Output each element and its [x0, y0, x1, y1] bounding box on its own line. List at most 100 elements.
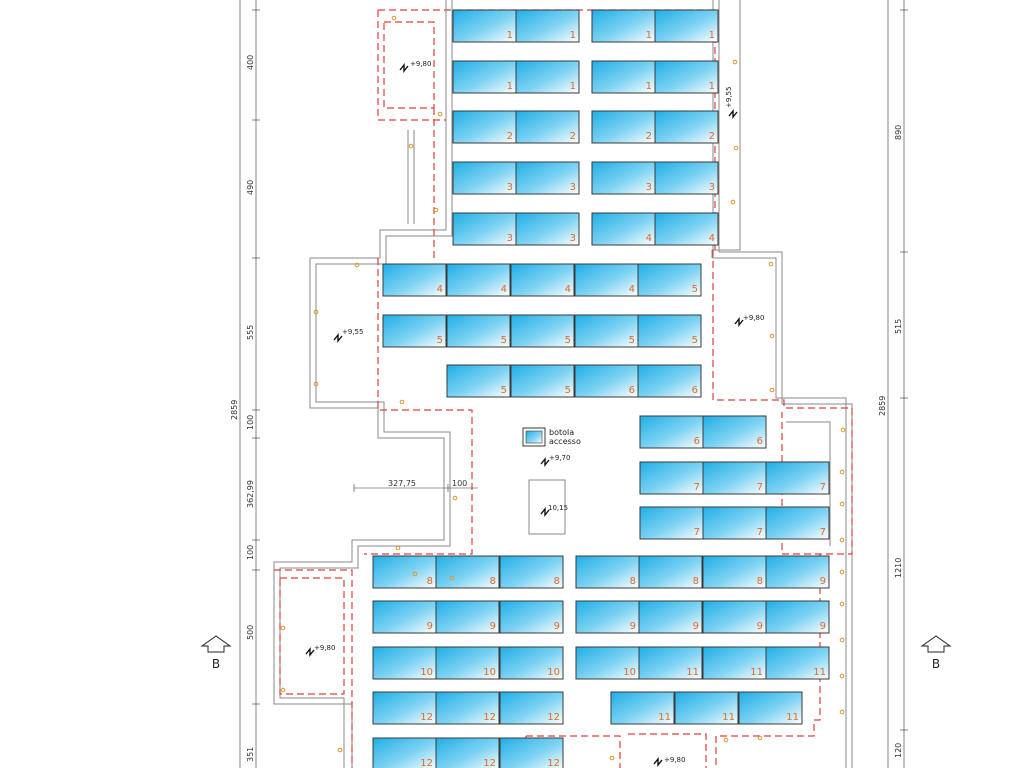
- pv-panel-body: [435, 737, 500, 768]
- svg-text:100: 100: [452, 479, 467, 488]
- pv-panel-label: 5: [501, 335, 507, 346]
- drain-dot: [313, 309, 319, 315]
- pv-panel-label: 10: [547, 667, 560, 678]
- svg-text:B: B: [212, 657, 220, 671]
- svg-text:490: 490: [246, 180, 255, 195]
- pv-panel: 3: [452, 212, 517, 246]
- pv-panel-label: 4: [646, 233, 652, 244]
- pv-panel-body: [637, 314, 702, 348]
- pv-panel-body: [452, 60, 517, 94]
- pv-panel: 5: [637, 314, 702, 348]
- pv-panel: 1: [515, 60, 580, 94]
- pv-panel-label: 12: [483, 712, 496, 723]
- pv-panel-body: [452, 9, 517, 43]
- pv-panel-label: 6: [757, 436, 763, 447]
- pv-panel: 7: [765, 506, 830, 540]
- pv-panel-label: 7: [757, 527, 763, 538]
- drain-dot: [769, 387, 775, 393]
- pv-panel: 8: [372, 555, 437, 589]
- drain-dot: [768, 261, 774, 267]
- pv-panel: 5: [510, 364, 575, 398]
- elevation-icon: [734, 317, 744, 327]
- pv-panel-label: 1: [646, 30, 652, 41]
- pv-panel-label: 5: [692, 284, 698, 295]
- pv-panel-body: [591, 212, 656, 246]
- pv-panel-body: [435, 691, 500, 725]
- drain-dot: [757, 735, 763, 741]
- drain-dot: [723, 737, 729, 743]
- pv-panel-label: 1: [646, 81, 652, 92]
- pv-panel-label: 8: [427, 576, 433, 587]
- pv-panel-label: 4: [565, 284, 571, 295]
- pv-panel-label: 3: [646, 182, 652, 193]
- pv-panel-label: 12: [547, 712, 560, 723]
- horizontal-dimension: 327,75 100: [353, 479, 478, 492]
- pv-panel-body: [702, 600, 767, 634]
- pv-panel: 11: [702, 646, 767, 680]
- pv-panel-label: 3: [570, 233, 576, 244]
- access-hatch: botola accesso: [522, 427, 581, 447]
- pv-panel: 5: [510, 314, 575, 348]
- pv-panel-body: [702, 461, 767, 495]
- pv-panel: 12: [499, 737, 564, 768]
- pv-panel-body: [702, 415, 767, 449]
- pv-panel-label: 7: [694, 482, 700, 493]
- pv-panel-body: [639, 461, 704, 495]
- pv-panel: 6: [637, 364, 702, 398]
- pv-panel: 11: [765, 646, 830, 680]
- pv-panel: 6: [702, 415, 767, 449]
- svg-text:+9,80: +9,80: [664, 756, 685, 764]
- pv-panel-label: 6: [694, 436, 700, 447]
- pv-panel-body: [637, 263, 702, 297]
- elevation-right-mid: +9,80: [734, 314, 764, 327]
- pv-panel: 9: [372, 600, 437, 634]
- drain-dot: [280, 625, 286, 631]
- pv-panel-label: 2: [709, 131, 715, 142]
- pv-panel: 9: [702, 600, 767, 634]
- pv-panel-body: [702, 555, 767, 589]
- pv-panel-label: 10: [483, 667, 496, 678]
- svg-text:1210: 1210: [894, 558, 903, 578]
- pv-panel-body: [499, 691, 564, 725]
- drain-dot: [452, 495, 458, 501]
- pv-panel: 3: [654, 161, 719, 195]
- drain-dot: [839, 501, 845, 507]
- pv-panel: 4: [574, 263, 639, 297]
- pv-panel: 1: [515, 9, 580, 43]
- pv-panel: 2: [591, 110, 656, 144]
- svg-text:B: B: [932, 657, 940, 671]
- pv-panel: 4: [382, 263, 447, 297]
- pv-panel-label: 9: [820, 621, 826, 632]
- pv-panel-body: [499, 646, 564, 680]
- elevation-center-box: 10,15: [540, 504, 568, 517]
- pv-panel-body: [591, 9, 656, 43]
- pv-panel-body: [702, 506, 767, 540]
- svg-text:351: 351: [246, 747, 255, 762]
- pv-panel-body: [515, 161, 580, 195]
- drain-dot: [280, 687, 286, 693]
- drain-dot: [839, 709, 845, 715]
- pv-panel: 8: [575, 555, 640, 589]
- section-arrow-icon: [200, 635, 232, 653]
- pv-panel-body: [452, 161, 517, 195]
- pv-panel-label: 3: [507, 233, 513, 244]
- pv-panel: 4: [591, 212, 656, 246]
- pv-panel: 3: [515, 161, 580, 195]
- pv-panel: 7: [765, 461, 830, 495]
- pv-panel-label: 5: [565, 385, 571, 396]
- pv-panel-body: [382, 314, 447, 348]
- pv-panel-label: 8: [693, 576, 699, 587]
- pv-panel-label: 8: [757, 576, 763, 587]
- pv-panel: 5: [574, 314, 639, 348]
- pv-panel-label: 3: [507, 182, 513, 193]
- pv-panel: 9: [638, 600, 703, 634]
- pv-panel-label: 11: [658, 712, 671, 723]
- elevation-icon: [399, 63, 409, 73]
- hatch-icon: [525, 430, 543, 444]
- pv-panel-body: [654, 9, 719, 43]
- pv-panel-label: 10: [623, 667, 636, 678]
- roof-box: 10,15: [528, 479, 568, 535]
- svg-text:100: 100: [246, 415, 255, 430]
- pv-panel: 11: [674, 691, 739, 725]
- pv-panel-body: [738, 691, 803, 725]
